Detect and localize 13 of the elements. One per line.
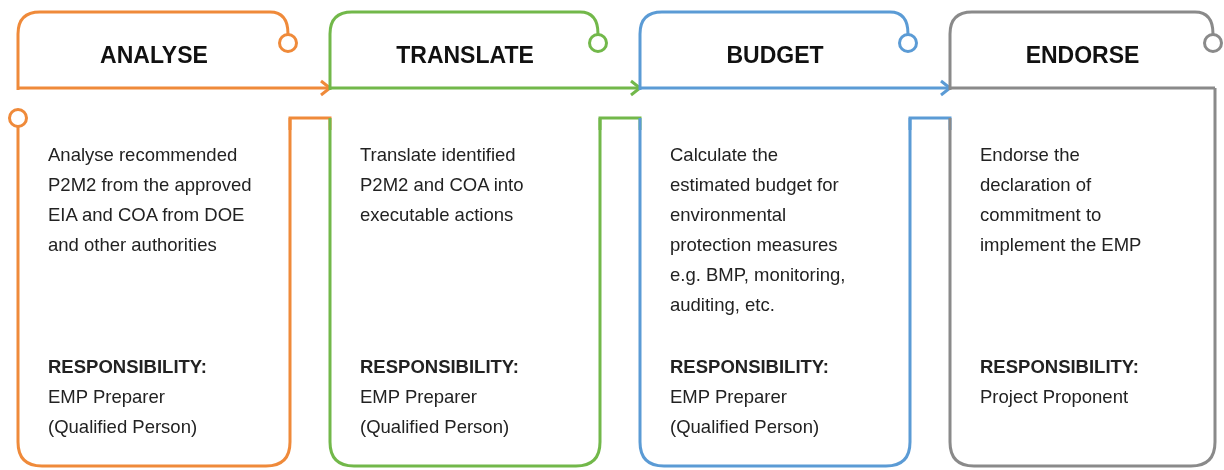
flow-arrow bbox=[600, 79, 642, 97]
step-title: BUDGET bbox=[726, 42, 824, 69]
step-description: Endorse the declaration of commitment to implement the EMP bbox=[980, 143, 1143, 257]
step-title: ANALYSE bbox=[100, 42, 208, 69]
flow-arrow bbox=[910, 79, 952, 97]
responsibility-label: RESPONSIBILITY: bbox=[980, 355, 1140, 379]
responsibility-label: RESPONSIBILITY: bbox=[48, 355, 208, 379]
responsible-party: Project Proponent bbox=[980, 385, 1130, 409]
step-title: TRANSLATE bbox=[396, 42, 534, 69]
responsible-party: EMP Preparer (Qualified Person) bbox=[48, 385, 199, 439]
step-description: Analyse recommended P2M2 from the approved EIA and COA from DOE and other authorities bbox=[48, 143, 253, 257]
step-title: ENDORSE bbox=[1025, 42, 1140, 69]
flow-arrow bbox=[290, 79, 332, 97]
